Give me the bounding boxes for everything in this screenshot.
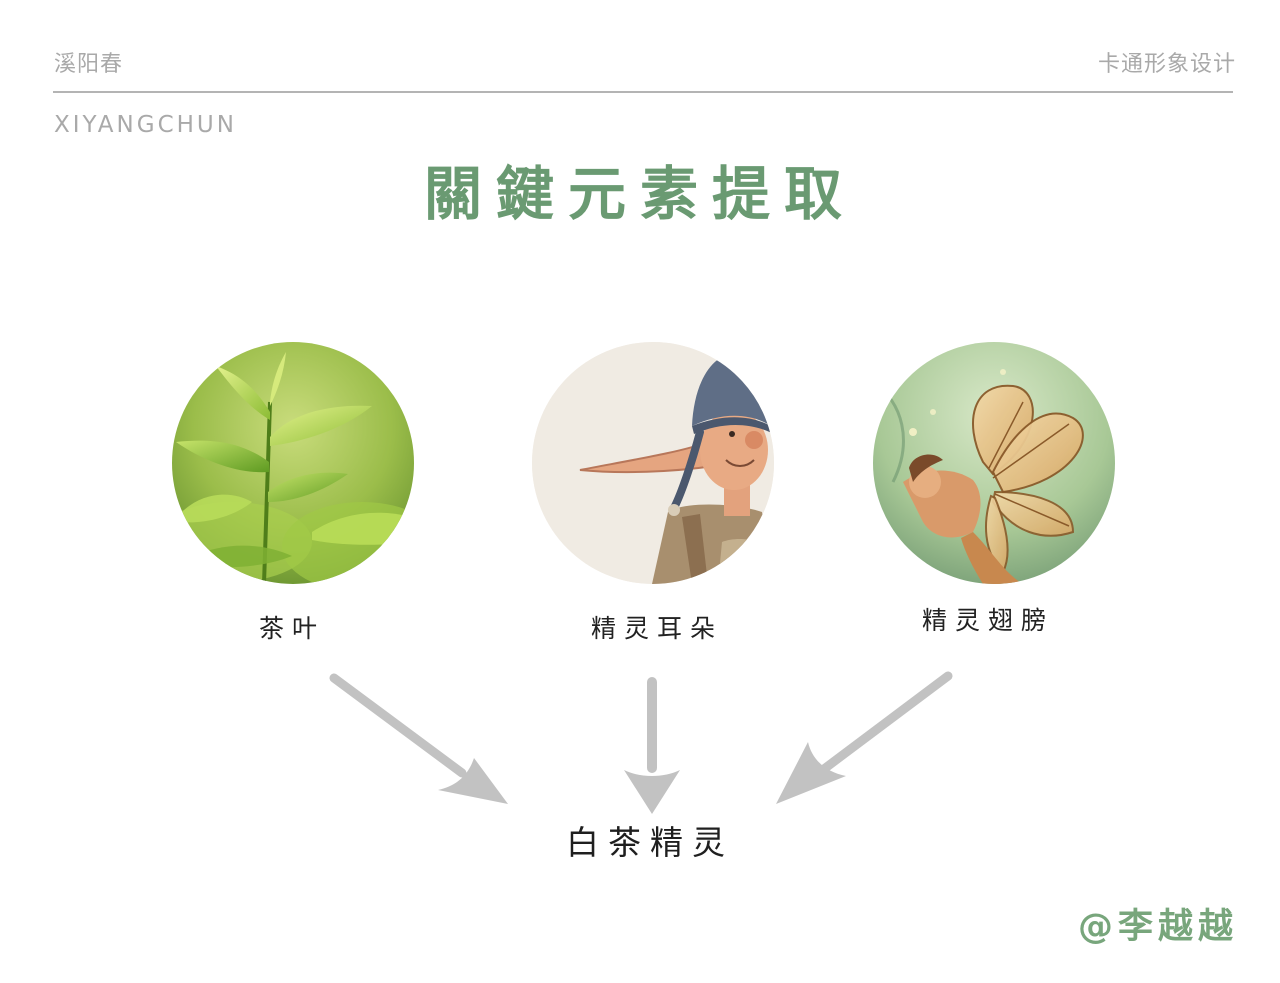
arrow-right-icon xyxy=(776,671,953,804)
fairy-wing-illustration xyxy=(873,342,1115,584)
arrow-center-icon xyxy=(624,677,680,814)
result-label: 白茶精灵 xyxy=(566,823,734,862)
header-divider xyxy=(53,91,1233,93)
elf-ear-illustration xyxy=(532,342,774,584)
page-title: 關鍵元素提取 xyxy=(423,160,856,228)
brand-name-cn: 溪阳春 xyxy=(54,52,124,77)
brand-name-en: XIYANGCHUN xyxy=(54,112,237,138)
fairy-wing-image xyxy=(873,342,1115,584)
arrow-left-icon xyxy=(329,673,508,804)
element-label-tea-leaf: 茶叶 xyxy=(258,614,325,643)
element-label-fairy-wing: 精灵翅膀 xyxy=(921,606,1054,635)
elf-ear-image xyxy=(532,342,774,584)
tea-leaf-illustration xyxy=(172,342,414,584)
category-label: 卡通形象设计 xyxy=(1097,52,1236,77)
tea-leaf-image xyxy=(172,342,414,584)
element-label-elf-ear: 精灵耳朵 xyxy=(590,614,723,643)
author-credit: @李越越 xyxy=(1077,907,1238,947)
